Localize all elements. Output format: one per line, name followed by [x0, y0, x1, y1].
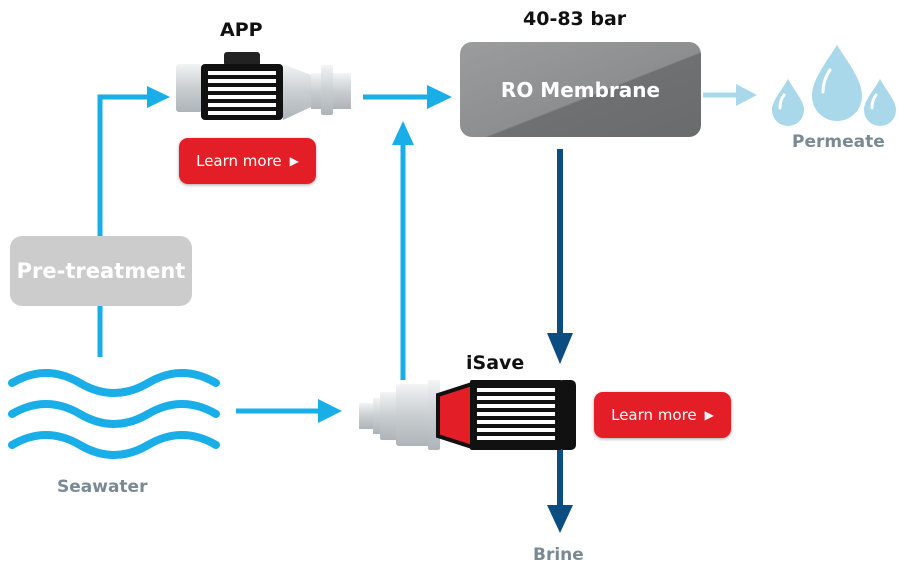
play-triangle-icon: ▶ [289, 154, 299, 168]
arrowhead-to-membrane-up [392, 121, 414, 145]
pressure-label: 40-83 bar [523, 8, 627, 30]
app-label: APP [220, 19, 263, 41]
seawater-label: Seawater [57, 477, 148, 497]
arrowhead-to-membrane [427, 85, 452, 109]
pretreatment-box: Pre-treatment [10, 236, 192, 306]
pretreatment-to-app-line [97, 94, 160, 357]
seawater-waves-icon [8, 369, 220, 459]
water-drops-icon [772, 45, 896, 126]
isave-learn-more-label: Learn more [611, 406, 697, 424]
arrowhead-to-app [147, 86, 170, 108]
brine-label: Brine [533, 545, 584, 565]
isave-device-icon [359, 380, 576, 450]
arrowhead-to-isave-brine [547, 333, 573, 364]
play-triangle-icon: ▶ [704, 408, 714, 422]
isave-label: iSave [466, 352, 525, 374]
ro-membrane-label: RO Membrane [500, 77, 661, 102]
ro-membrane-shape [460, 42, 701, 137]
app-learn-more-button[interactable]: Learn more ▶ [179, 138, 316, 184]
arrowhead-to-permeate [736, 84, 757, 106]
app-pump-icon [176, 52, 351, 120]
app-learn-more-label: Learn more [196, 152, 282, 170]
permeate-label: Permeate [792, 132, 885, 152]
isave-learn-more-button[interactable]: Learn more ▶ [594, 392, 731, 438]
arrowhead-to-isave [318, 399, 342, 423]
arrowhead-to-brine [547, 505, 573, 533]
